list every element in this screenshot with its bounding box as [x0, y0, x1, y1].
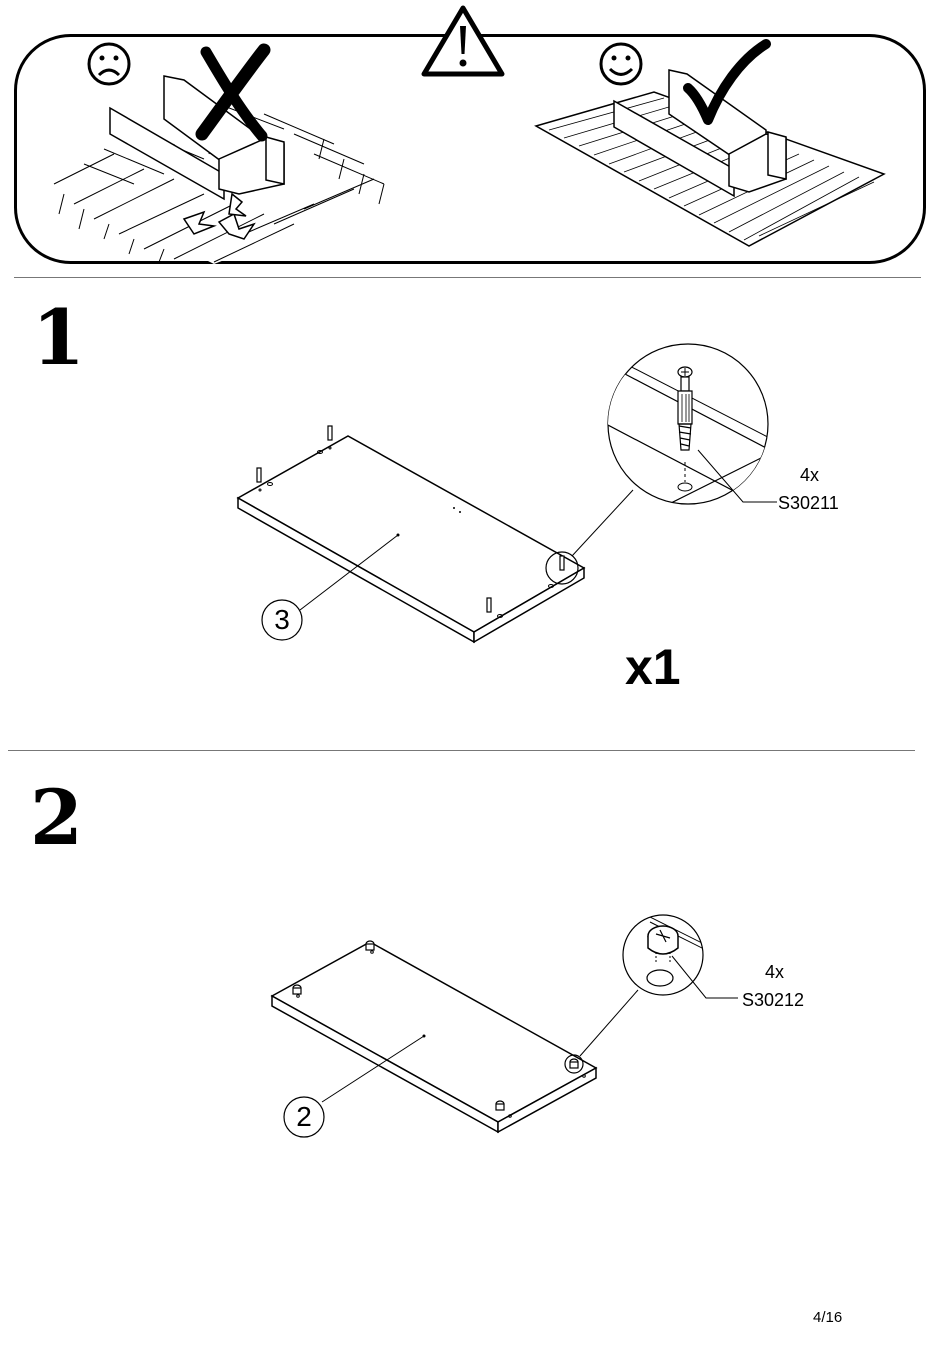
step-2-part-label-circle	[282, 1095, 326, 1139]
step-2-number: 2	[30, 780, 81, 856]
step-1-hardware-code: S30211	[778, 494, 839, 512]
step-2-hardware-count: 4x	[765, 963, 784, 981]
step-1-hardware-count: 4x	[800, 466, 819, 484]
step-2-hardware-code: S30212	[742, 991, 804, 1009]
step-1-panel-illustration	[0, 320, 950, 740]
page-number: 4/16	[813, 1310, 842, 1325]
section-divider	[14, 277, 921, 278]
carpet-floor-illustration	[14, 34, 926, 264]
smile-face-icon	[598, 40, 648, 90]
cam-bolt-icon	[603, 342, 773, 512]
warning-banner	[14, 34, 926, 264]
step-1-part-label-circle	[260, 598, 304, 642]
step-1-quantity: x1	[625, 642, 681, 692]
section-divider	[8, 750, 915, 751]
check-mark-icon	[682, 40, 772, 125]
